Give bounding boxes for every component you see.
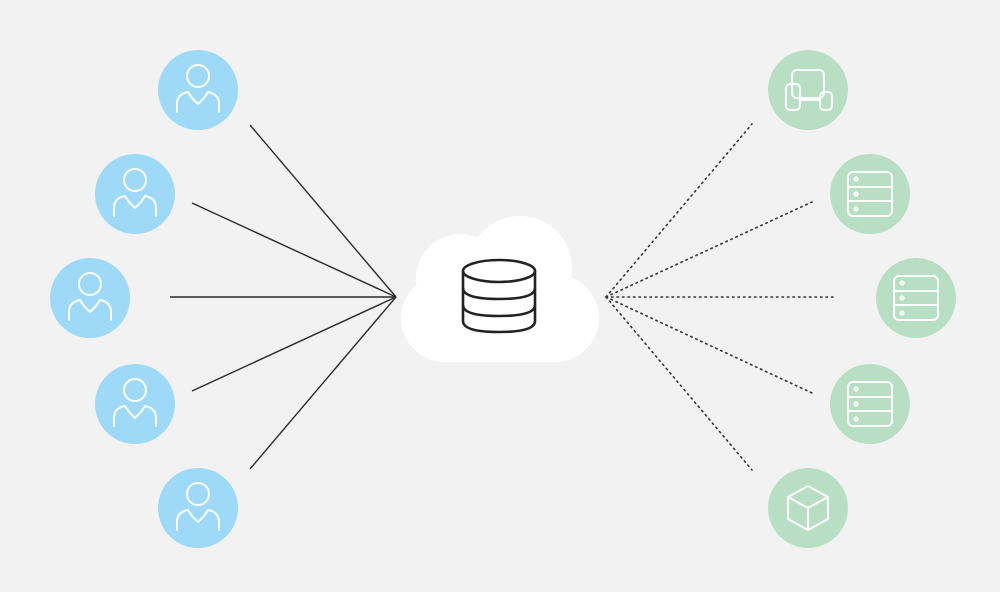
user-node-circle — [95, 364, 175, 444]
database-icon — [461, 258, 537, 334]
resource-node — [830, 154, 910, 234]
resource-node — [768, 468, 848, 548]
user-node — [95, 364, 175, 444]
solid-connector — [249, 296, 397, 470]
dotted-connector — [605, 201, 813, 298]
solid-connector — [191, 202, 397, 298]
user-node — [158, 50, 238, 130]
resource-node — [830, 364, 910, 444]
user-node-circle — [158, 468, 238, 548]
cloud-hub — [401, 216, 599, 362]
resource-node-circle — [768, 50, 848, 130]
user-node — [95, 154, 175, 234]
user-node-circle — [95, 154, 175, 234]
solid-connector — [191, 296, 397, 392]
user-connectors — [170, 124, 397, 470]
dotted-connector — [605, 296, 813, 394]
resource-node-circle — [876, 258, 956, 338]
user-node-circle — [50, 258, 130, 338]
resource-node — [876, 258, 956, 338]
user-node — [158, 468, 238, 548]
user-node-circle — [158, 50, 238, 130]
resource-nodes — [768, 50, 956, 548]
dotted-connector — [605, 296, 753, 471]
user-nodes — [50, 50, 238, 548]
resource-node — [768, 50, 848, 130]
resource-connectors — [605, 123, 835, 471]
dotted-connector — [605, 123, 753, 298]
user-node — [50, 258, 130, 338]
resource-node-circle — [830, 364, 910, 444]
solid-connector — [249, 124, 397, 298]
resource-node-circle — [830, 154, 910, 234]
